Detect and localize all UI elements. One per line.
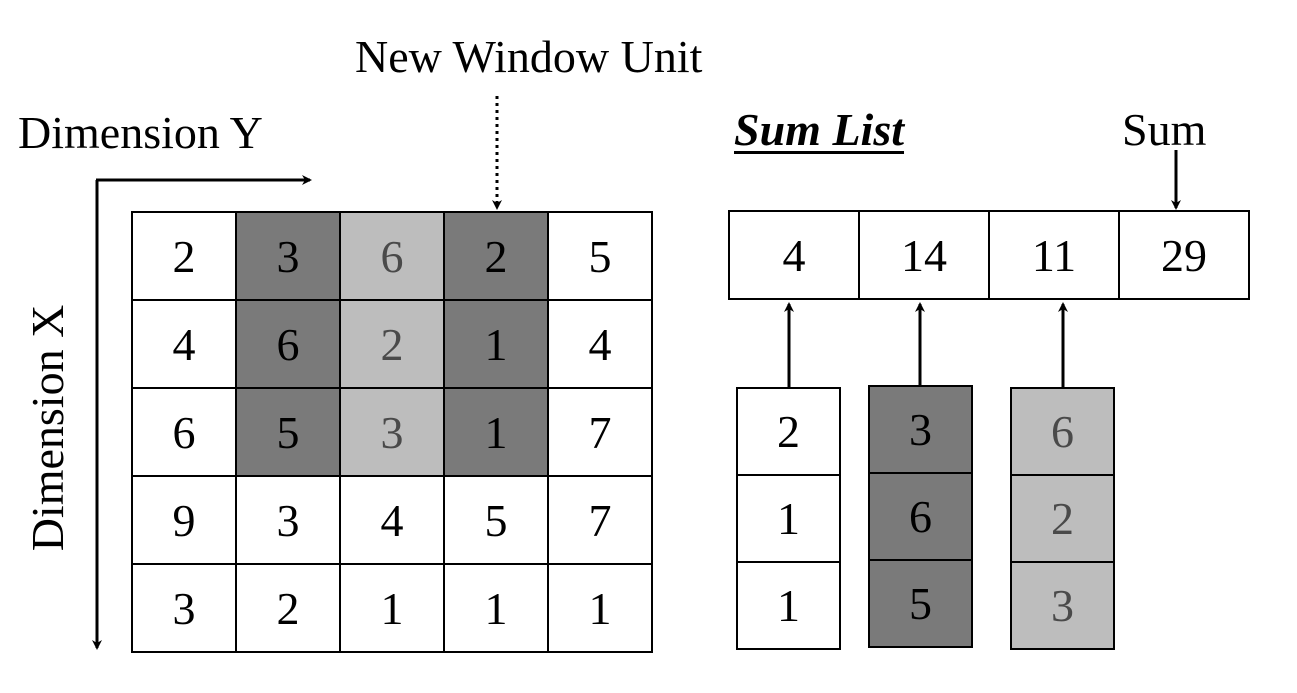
column-cell: 3 <box>1010 561 1115 650</box>
column-cell: 5 <box>868 559 973 648</box>
sum-list-cell: 4 <box>728 210 860 300</box>
grid-cell: 2 <box>443 211 549 301</box>
grid-cell: 1 <box>443 563 549 653</box>
column-cell: 3 <box>868 385 973 474</box>
grid-cell: 5 <box>547 211 653 301</box>
sum-label: Sum <box>1122 104 1207 155</box>
sum-list-title: Sum List <box>734 104 905 155</box>
column-cell: 6 <box>868 472 973 561</box>
column-cell: 2 <box>1010 474 1115 563</box>
grid-cell: 6 <box>131 387 237 477</box>
grid-cell: 3 <box>235 475 341 565</box>
column-cell: 1 <box>736 561 841 650</box>
grid-cell: 9 <box>131 475 237 565</box>
grid-cell: 4 <box>131 299 237 389</box>
sum-list-cell: 11 <box>988 210 1120 300</box>
column-dark: 3 6 5 <box>868 385 973 648</box>
grid-cell: 1 <box>547 563 653 653</box>
sum-list-row: 4 14 11 29 <box>728 210 1250 300</box>
grid-cell: 7 <box>547 475 653 565</box>
grid-cell: 2 <box>339 299 445 389</box>
grid-cell: 1 <box>443 299 549 389</box>
column-cell: 6 <box>1010 387 1115 476</box>
new-window-unit-label: New Window Unit <box>355 31 703 82</box>
grid-cell: 4 <box>339 475 445 565</box>
grid-cell: 5 <box>443 475 549 565</box>
grid-cell: 2 <box>235 563 341 653</box>
grid-cell: 2 <box>131 211 237 301</box>
sum-list-cell-total: 29 <box>1118 210 1250 300</box>
grid-cell: 3 <box>131 563 237 653</box>
grid-cell: 3 <box>339 387 445 477</box>
dimension-y-label: Dimension Y <box>18 107 263 158</box>
column-white: 2 1 1 <box>736 387 841 650</box>
grid-cell: 5 <box>235 387 341 477</box>
column-cell: 2 <box>736 387 841 476</box>
sum-list-cell: 14 <box>858 210 990 300</box>
column-light: 6 2 3 <box>1010 387 1115 650</box>
grid-cell: 6 <box>235 299 341 389</box>
column-cell: 1 <box>736 474 841 563</box>
grid-cell: 7 <box>547 387 653 477</box>
grid-cell: 4 <box>547 299 653 389</box>
grid-cell: 6 <box>339 211 445 301</box>
grid-cell: 1 <box>339 563 445 653</box>
grid-cell: 1 <box>443 387 549 477</box>
grid-cell: 3 <box>235 211 341 301</box>
